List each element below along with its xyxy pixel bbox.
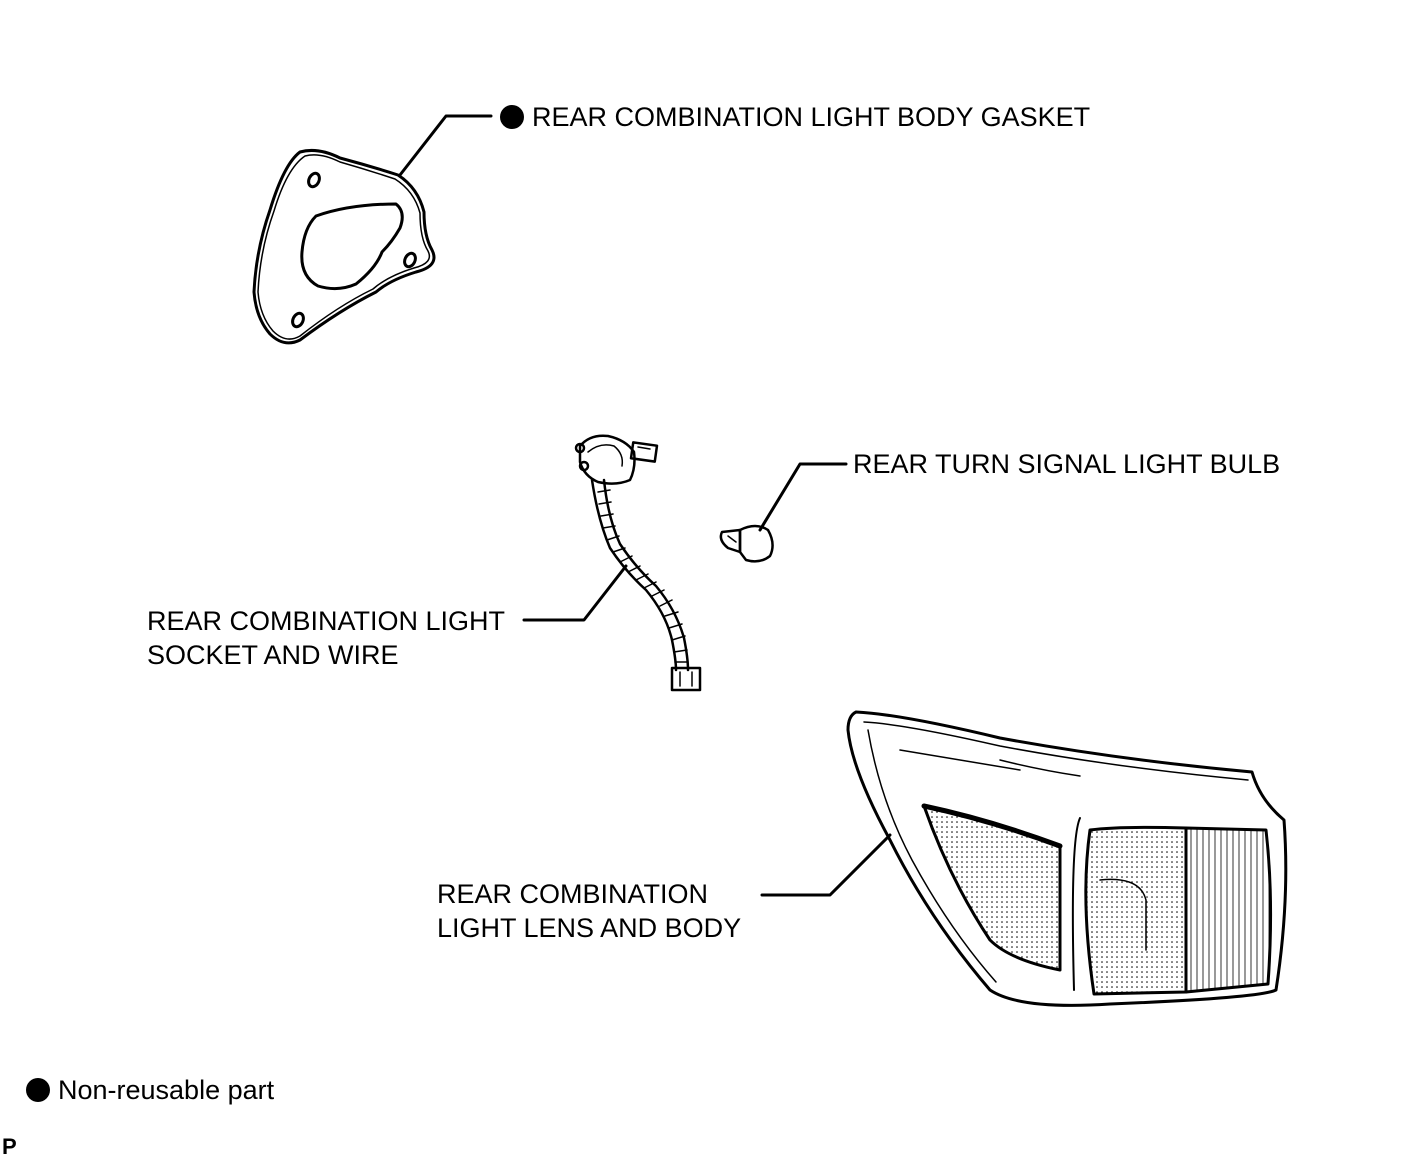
lens-leader-line (760, 833, 892, 897)
lens-and-body-drawing (846, 710, 1288, 1007)
legend-text: Non-reusable part (58, 1075, 275, 1105)
legend: Non-reusable part (26, 1073, 274, 1107)
bulb-label: REAR TURN SIGNAL LIGHT BULB (853, 449, 1281, 479)
gasket-leader-line (398, 114, 493, 177)
lens-label-line2: LIGHT LENS AND BODY (437, 913, 742, 943)
socket-label-line2: SOCKET AND WIRE (147, 640, 399, 670)
lens-label-line1: REAR COMBINATION (437, 879, 709, 909)
gasket-label: REAR COMBINATION LIGHT BODY GASKET (500, 100, 1090, 134)
bulb-drawing (719, 524, 774, 563)
socket-label-line1: REAR COMBINATION LIGHT (147, 606, 506, 636)
non-reusable-dot-icon (500, 105, 524, 129)
gasket-drawing (252, 149, 436, 345)
bulb-leader-line (758, 462, 848, 532)
socket-and-wire-drawing (574, 434, 702, 692)
page-mark: P (2, 1134, 17, 1159)
socket-leader-line (522, 564, 628, 622)
filled-circle-icon (26, 1078, 50, 1102)
gasket-label-text: REAR COMBINATION LIGHT BODY GASKET (532, 102, 1091, 132)
